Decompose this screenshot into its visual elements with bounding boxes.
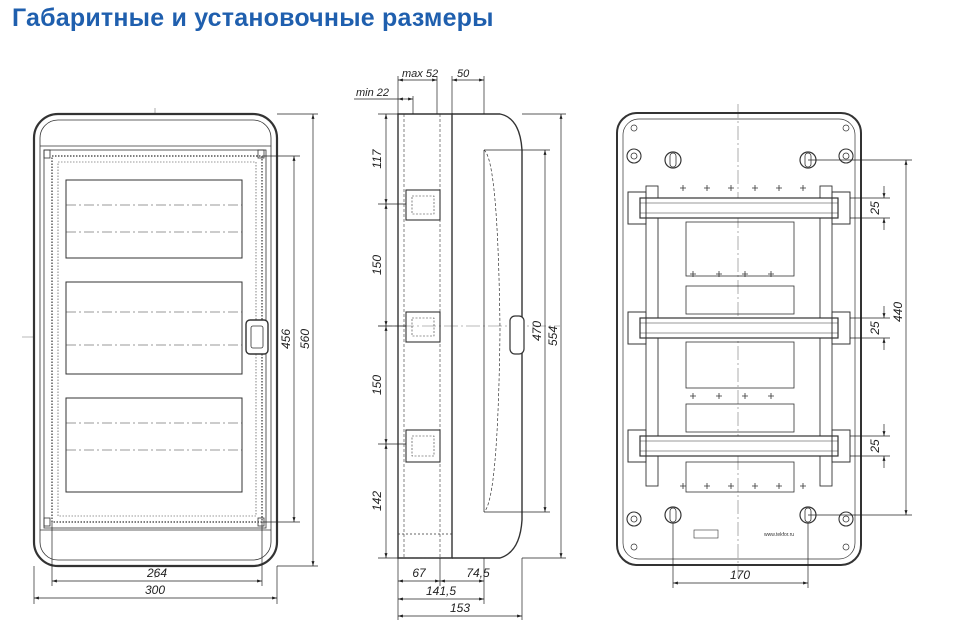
page-title: Габаритные и установочные размеры bbox=[12, 4, 494, 32]
dim-264: 264 bbox=[146, 566, 167, 580]
side-latch bbox=[509, 315, 525, 355]
module-row-3 bbox=[65, 397, 243, 493]
dim-300: 300 bbox=[145, 583, 165, 597]
site-label: www.tekfor.ru bbox=[764, 532, 794, 538]
dim-150-lower: 150 bbox=[370, 375, 384, 395]
dim-74-5: 74,5 bbox=[466, 566, 490, 580]
dim-170: 170 bbox=[730, 568, 750, 582]
dim-67: 67 bbox=[412, 566, 427, 580]
dim-117: 117 bbox=[370, 148, 384, 168]
dim-470: 470 bbox=[530, 321, 544, 341]
dim-25-mid: 25 bbox=[868, 321, 882, 336]
enclosure-body bbox=[32, 112, 279, 568]
module-row-1 bbox=[65, 179, 243, 259]
dim-50: 50 bbox=[457, 68, 470, 80]
din-rail-2 bbox=[405, 311, 441, 343]
door-latch bbox=[245, 319, 269, 355]
side-view bbox=[378, 113, 560, 559]
corner-holes bbox=[626, 124, 854, 551]
back-plate bbox=[616, 112, 862, 566]
dim-153: 153 bbox=[450, 601, 470, 615]
dim-25-top: 25 bbox=[868, 201, 882, 216]
din-rail-1 bbox=[405, 189, 441, 221]
dim-142: 142 bbox=[370, 491, 384, 511]
dim-25-bottom: 25 bbox=[868, 439, 882, 454]
dim-min22: min 22 bbox=[356, 87, 389, 99]
back-din-rails bbox=[639, 197, 839, 457]
dim-150-upper: 150 bbox=[370, 255, 384, 275]
din-rail-3 bbox=[405, 429, 441, 463]
back-view bbox=[616, 104, 862, 578]
dim-440: 440 bbox=[891, 302, 905, 322]
dim-141-5: 141,5 bbox=[426, 584, 456, 598]
dim-554: 554 bbox=[546, 326, 560, 346]
dim-560: 560 bbox=[298, 329, 312, 349]
dim-456: 456 bbox=[279, 329, 293, 349]
module-row-2 bbox=[65, 281, 243, 375]
front-view bbox=[22, 108, 288, 578]
dim-max52: max 52 bbox=[402, 68, 438, 80]
